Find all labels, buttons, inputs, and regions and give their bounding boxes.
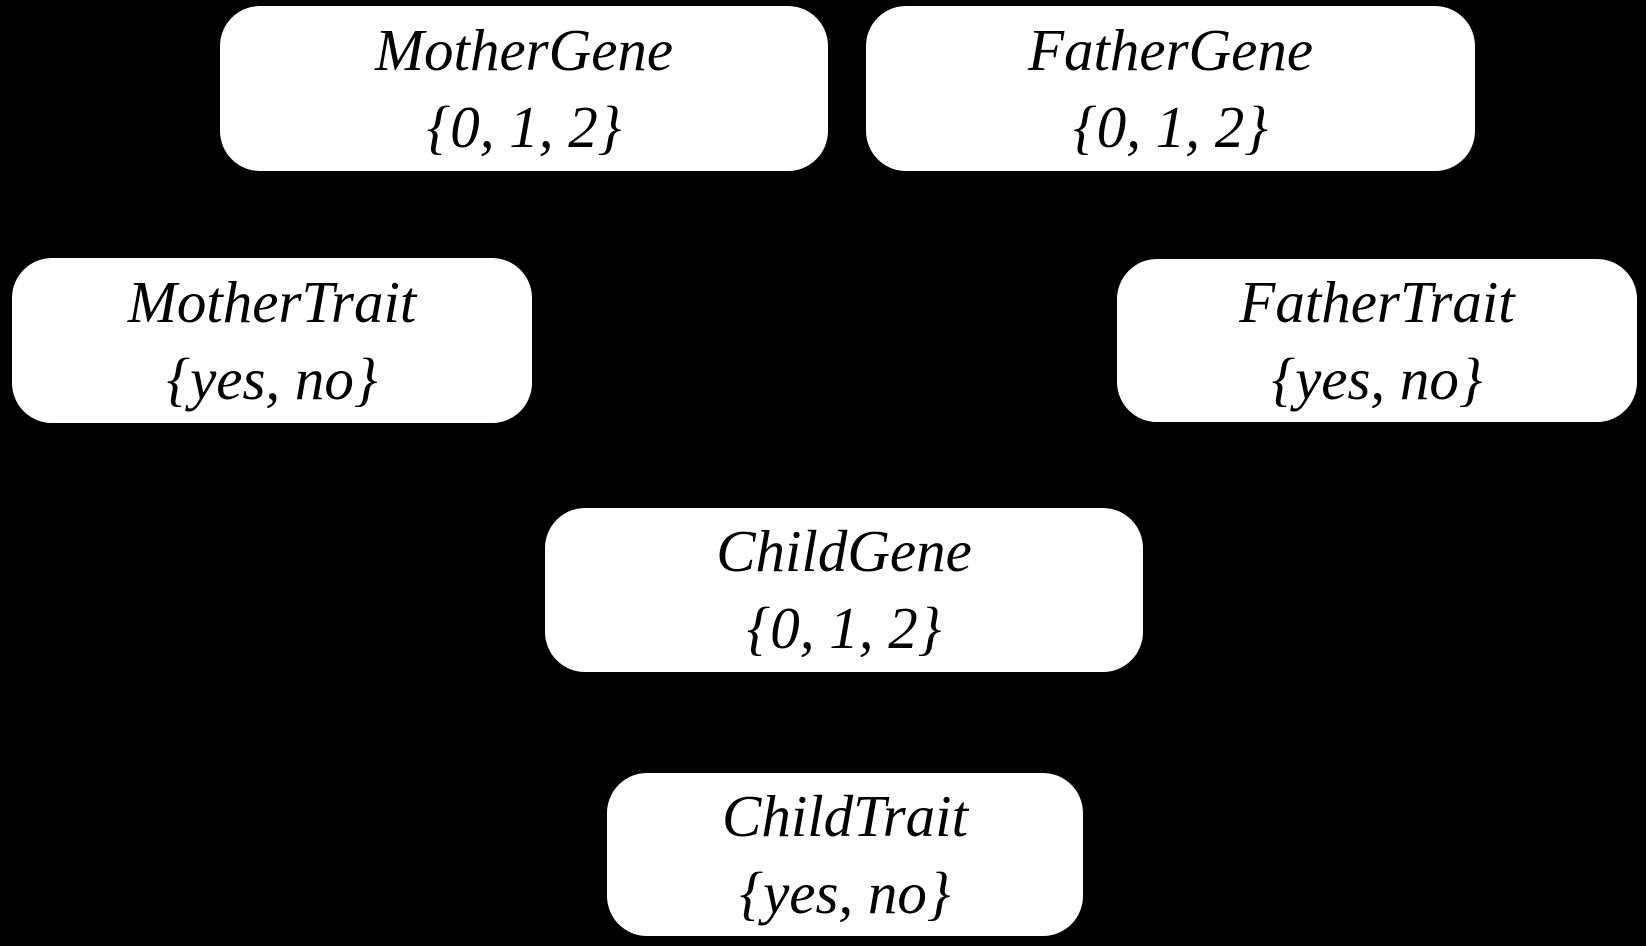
node-father-gene: FatherGene {0, 1, 2} [866, 6, 1475, 171]
node-name: FatherTrait [1239, 268, 1515, 335]
node-mother-trait: MotherTrait {yes, no} [12, 258, 532, 423]
node-name: FatherGene [1027, 16, 1314, 83]
node-mother-gene: MotherGene {0, 1, 2} [220, 6, 828, 171]
node-name: MotherGene [374, 16, 674, 83]
node-domain-values: {0, 1, 2} [426, 93, 622, 160]
node-domain-values: {0, 1, 2} [1073, 93, 1268, 160]
node-child-gene: ChildGene {0, 1, 2} [545, 508, 1143, 672]
node-domain-values: {yes, no} [166, 345, 378, 412]
node-father-trait: FatherTrait {yes, no} [1117, 259, 1637, 422]
node-name: ChildTrait [722, 782, 968, 849]
node-name: MotherTrait [127, 268, 417, 335]
node-name: ChildGene [716, 518, 972, 585]
node-domain-values: {yes, no} [1271, 345, 1483, 412]
node-domain-values: {yes, no} [739, 859, 951, 926]
node-domain-values: {0, 1, 2} [746, 595, 942, 661]
node-child-trait: ChildTrait {yes, no} [607, 773, 1083, 936]
